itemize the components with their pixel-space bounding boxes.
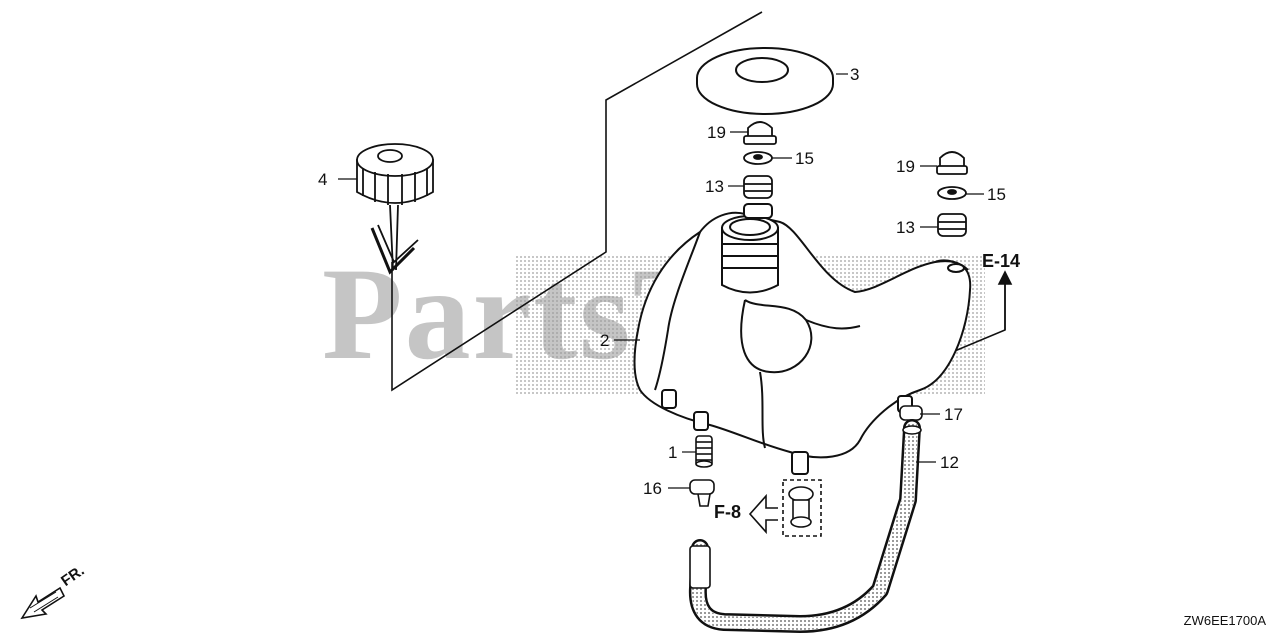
leader-lines xyxy=(338,73,984,489)
callout-12: 12 xyxy=(940,453,959,472)
callout-4: 4 xyxy=(318,170,328,189)
callout-15-right: 15 xyxy=(987,185,1006,204)
callout-19-right: 19 xyxy=(896,157,915,176)
callout-13-right: 13 xyxy=(896,218,915,237)
reference-f8[interactable]: F-8 xyxy=(714,502,741,522)
part-19-nut-left xyxy=(743,121,777,145)
part-19-nut-right xyxy=(936,151,968,175)
callout-13-left: 13 xyxy=(705,177,724,196)
reference-e14[interactable]: E-14 xyxy=(982,251,1021,271)
callout-2: 2 xyxy=(600,331,610,350)
part-3-ring xyxy=(696,47,834,115)
part-15-washer-left xyxy=(743,151,773,165)
part-17-clip xyxy=(899,405,923,421)
part-13-grommet-left xyxy=(743,175,773,199)
part-1-fuel-filter xyxy=(695,435,713,468)
callout-3: 3 xyxy=(850,65,860,84)
part-16-clip xyxy=(689,479,715,507)
part-2-fuel-tank xyxy=(633,203,972,475)
callout-19-left: 19 xyxy=(707,123,726,142)
part-15-washer-right xyxy=(937,186,967,200)
part-13-grommet-right xyxy=(937,213,967,237)
diagram-code: ZW6EE1700A xyxy=(1183,613,1266,628)
callout-17: 17 xyxy=(944,405,963,424)
part-12-fuel-tube xyxy=(688,419,922,633)
e14-arrow xyxy=(997,270,1013,330)
callout-1: 1 xyxy=(668,443,678,462)
part-4-fuel-cap xyxy=(356,143,434,275)
fr-direction-arrow xyxy=(20,586,66,620)
callout-16: 16 xyxy=(643,479,662,498)
f8-reference-group xyxy=(748,479,822,537)
callout-15-left: 15 xyxy=(795,149,814,168)
